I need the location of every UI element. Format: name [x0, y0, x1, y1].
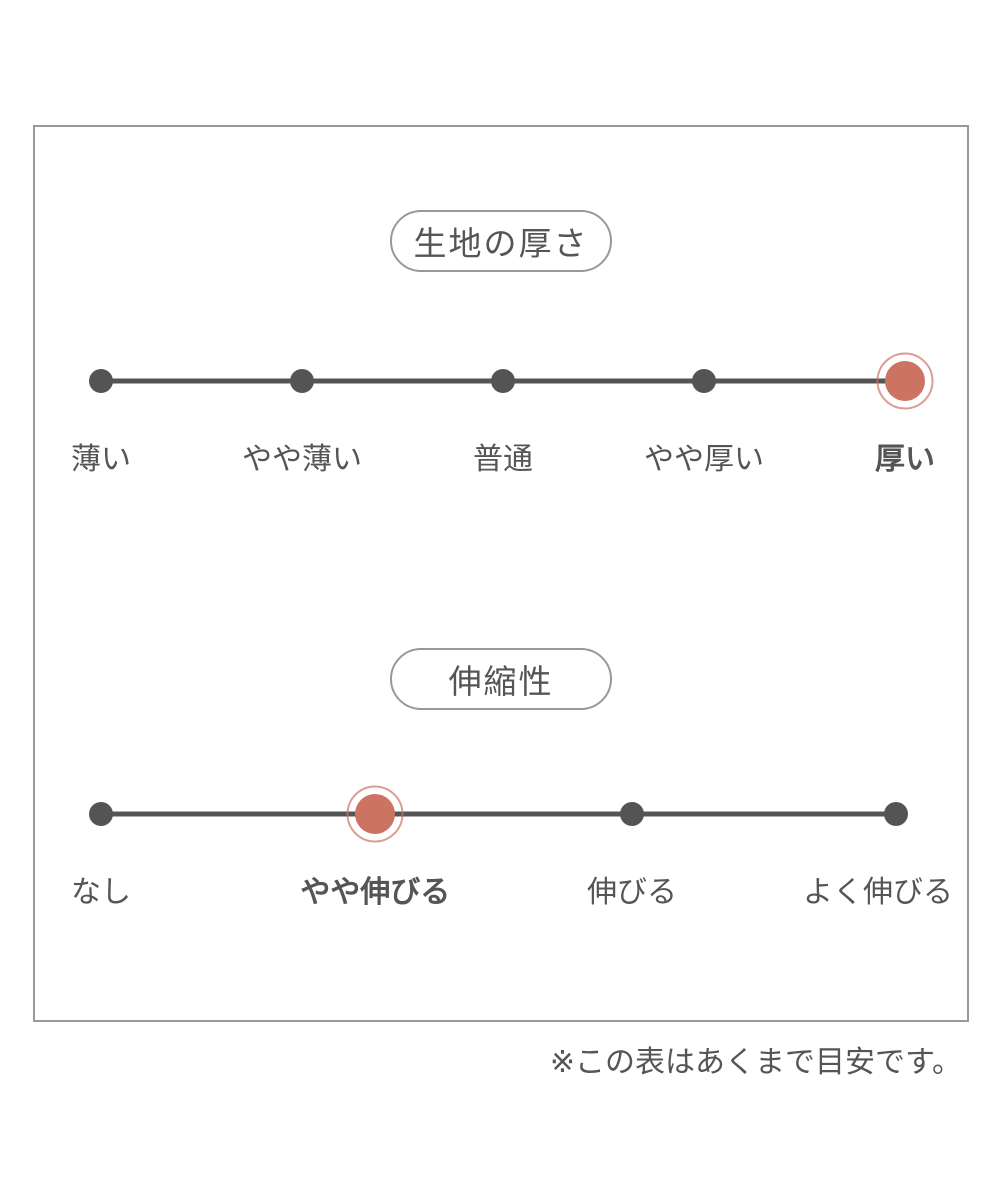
scale-label-selected: 厚い: [875, 442, 935, 477]
selection-ring: [876, 352, 934, 410]
scale-track: [101, 811, 896, 817]
stretch-labels: なし やや伸びる 伸びる よく伸びる: [71, 874, 953, 912]
scale-label: やや薄い: [242, 442, 362, 477]
scale-dot: [491, 369, 515, 393]
scale-label: よく伸びる: [803, 875, 953, 910]
scale-dot: [89, 802, 113, 826]
stretch-scale: [89, 785, 908, 843]
selection-ring: [346, 785, 404, 843]
scale-dot: [620, 802, 645, 826]
stretch-title-pill: 伸縮性: [390, 648, 612, 710]
scale-label: なし: [71, 875, 131, 910]
scale-dot: [89, 369, 113, 393]
scale-dot: [884, 802, 908, 826]
scale-label: 普通: [473, 442, 533, 477]
thickness-scale: [89, 352, 934, 410]
footnote: ※この表はあくまで目安です。: [549, 1045, 962, 1080]
scale-label: 薄い: [71, 442, 131, 477]
scale-dot: [290, 369, 314, 393]
fabric-guide-panel: 生地の厚さ 薄い やや薄い 普通 やや厚い 厚い 伸縮性: [33, 125, 969, 1022]
thickness-title: 生地の厚さ: [413, 224, 589, 263]
scale-label: 伸びる: [587, 875, 678, 910]
stretch-title: 伸縮性: [448, 662, 554, 701]
stretch-selected-dot: [355, 794, 396, 834]
scale-label: やや厚い: [644, 442, 764, 477]
scale-label-selected: やや伸びる: [300, 875, 451, 910]
thickness-labels: 薄い やや薄い 普通 やや厚い 厚い: [71, 441, 935, 479]
thickness-selected-dot: [885, 361, 925, 401]
scale-dot: [692, 369, 716, 393]
thickness-title-pill: 生地の厚さ: [390, 210, 612, 272]
